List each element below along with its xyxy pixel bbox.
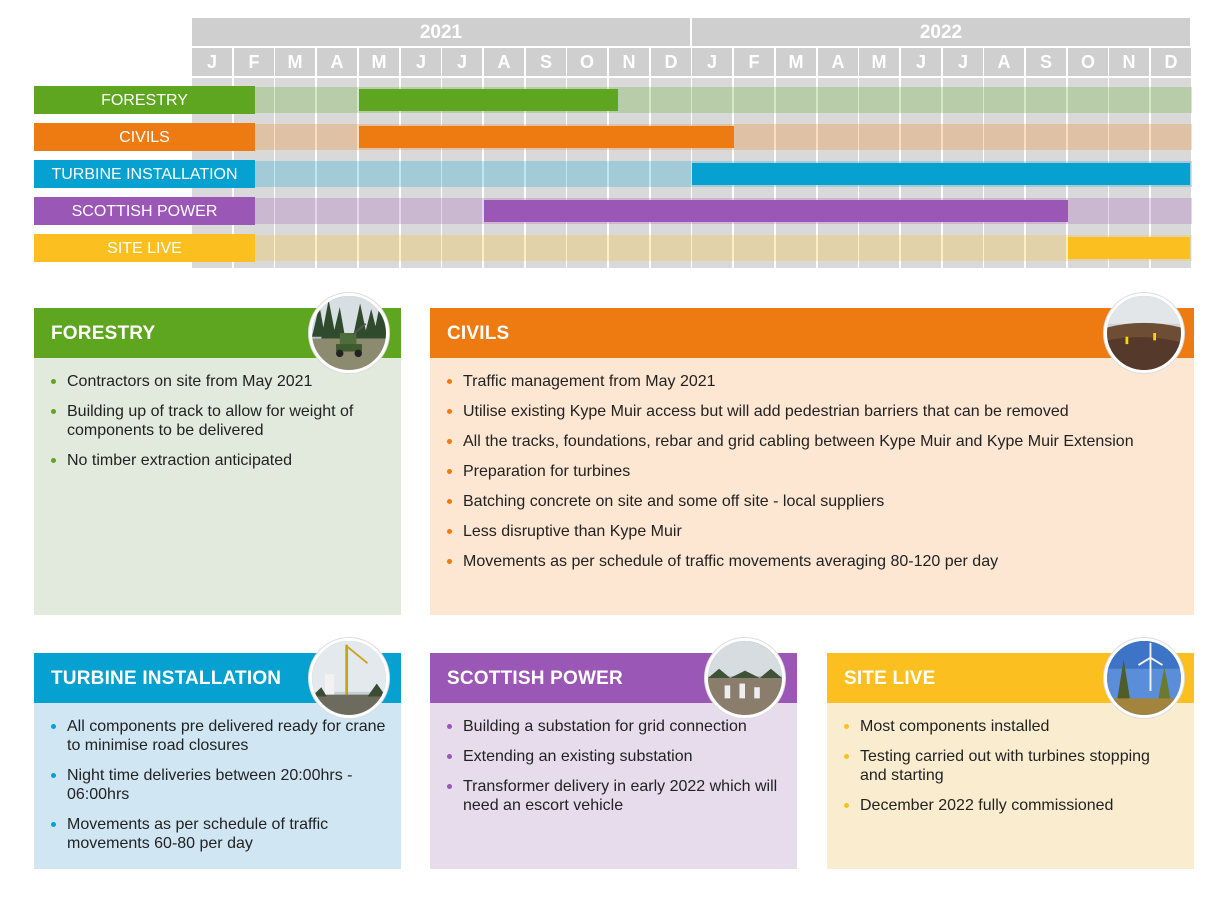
turbine-crane-photo-icon: [309, 638, 389, 718]
month-header: F: [734, 48, 774, 76]
timeline-bar: [359, 89, 618, 111]
list-item: Building up of track to allow for weight…: [51, 402, 387, 440]
list-item: Night time deliveries between 20:00hrs -…: [51, 766, 387, 804]
month-header: J: [943, 48, 983, 76]
timeline-row-label: CIVILS: [34, 123, 255, 151]
list-item: Most components installed: [844, 717, 1180, 736]
month-header: A: [818, 48, 858, 76]
wind-turbine-trees-photo-icon: [1104, 638, 1184, 718]
list-item: No timber extraction anticipated: [51, 451, 387, 470]
list-item: Building a substation for grid connectio…: [447, 717, 783, 736]
month-header: M: [275, 48, 315, 76]
month-header: A: [317, 48, 357, 76]
timeline-bar: [359, 126, 734, 148]
year-header-2021: 2021: [192, 18, 690, 46]
month-header: J: [401, 48, 441, 76]
list-item: Contractors on site from May 2021: [51, 372, 387, 391]
month-header: N: [609, 48, 649, 76]
month-column: [651, 78, 691, 268]
turbine-installation-card: TURBINE INSTALLATION All components pre …: [34, 638, 401, 869]
timeline-bar: [1068, 237, 1190, 259]
list-item: Preparation for turbines: [447, 462, 1180, 481]
list-item: Traffic management from May 2021: [447, 372, 1180, 391]
month-header: F: [234, 48, 274, 76]
month-header: O: [1068, 48, 1108, 76]
timeline-row-track: [192, 87, 1192, 113]
civils-site-photo-icon: [1104, 293, 1184, 373]
list-item: Utilise existing Kype Muir access but wi…: [447, 402, 1180, 421]
month-header: O: [567, 48, 607, 76]
list-item: Movements as per schedule of traffic mov…: [51, 815, 387, 853]
list-item: All the tracks, foundations, rebar and g…: [447, 432, 1180, 451]
list-item: December 2022 fully commissioned: [844, 796, 1180, 815]
month-header: S: [1026, 48, 1066, 76]
month-column: [275, 78, 315, 268]
list-item: Transformer delivery in early 2022 which…: [447, 777, 783, 815]
timeline-bar: [484, 200, 1068, 222]
month-header: M: [776, 48, 816, 76]
year-header-2022: 2022: [692, 18, 1190, 46]
month-header: M: [859, 48, 899, 76]
timeline-bar: [692, 163, 1190, 185]
turbine-list: All components pre delivered ready for c…: [34, 703, 401, 853]
month-header: A: [984, 48, 1024, 76]
month-header: D: [651, 48, 691, 76]
month-header: J: [192, 48, 232, 76]
month-header: D: [1151, 48, 1191, 76]
substation-photo-icon: [705, 638, 785, 718]
timeline-row-track: [192, 235, 1192, 261]
list-item: All components pre delivered ready for c…: [51, 718, 386, 754]
list-item: Testing carried out with turbines stoppi…: [844, 747, 1180, 785]
month-column: [317, 78, 357, 268]
turbine-card-body: All components pre delivered ready for c…: [34, 703, 401, 869]
list-item: Less disruptive than Kype Muir: [447, 522, 1180, 541]
forestry-card: FORESTRY Contractors on site from May 20…: [34, 293, 401, 615]
month-header: M: [359, 48, 399, 76]
month-header: J: [442, 48, 482, 76]
month-header: J: [692, 48, 732, 76]
month-header: S: [526, 48, 566, 76]
month-header: A: [484, 48, 524, 76]
list-item: Extending an existing substation: [447, 747, 783, 766]
scottish-list: Building a substation for grid connectio…: [430, 703, 797, 815]
civils-card-title: CIVILS: [430, 308, 1194, 358]
timeline-row-label: FORESTRY: [34, 86, 255, 114]
timeline-row-label: SITE LIVE: [34, 234, 255, 262]
month-header: N: [1109, 48, 1149, 76]
scottish-card-body: Building a substation for grid connectio…: [430, 703, 797, 869]
timeline-row-label: SCOTTISH POWER: [34, 197, 255, 225]
list-item: Movements as per schedule of traffic mov…: [447, 552, 1180, 571]
scottish-power-card: SCOTTISH POWER Building a substation for…: [430, 638, 797, 869]
timeline-row-label: TURBINE INSTALLATION: [34, 160, 255, 188]
month-header: J: [901, 48, 941, 76]
forestry-harvester-photo-icon: [309, 293, 389, 373]
list-item: Batching concrete on site and some off s…: [447, 492, 1180, 511]
